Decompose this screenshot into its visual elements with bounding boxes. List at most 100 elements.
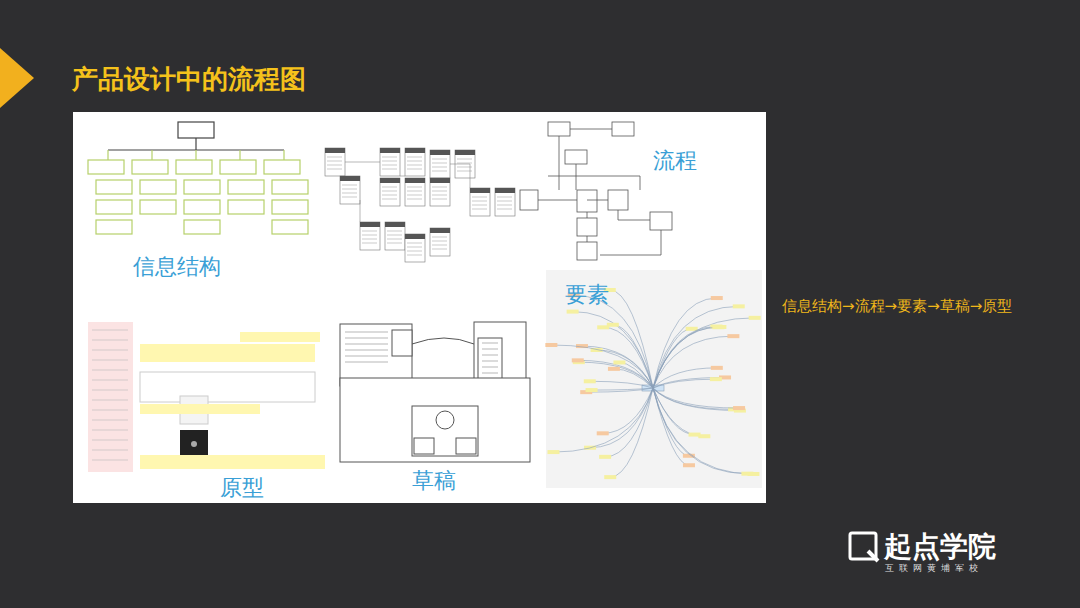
stroke	[345, 344, 388, 345]
stroke	[407, 255, 422, 256]
stroke	[327, 169, 342, 170]
stroke	[432, 167, 447, 168]
stroke	[432, 163, 447, 164]
screen-thumb	[405, 234, 425, 262]
mind-branch	[653, 327, 718, 388]
screen-thumb	[385, 222, 405, 250]
mind-node	[733, 406, 745, 410]
image-panel	[73, 112, 766, 503]
stroke	[407, 161, 422, 162]
stroke	[228, 180, 264, 194]
stroke	[482, 361, 498, 362]
stroke	[387, 239, 402, 240]
stroke	[382, 161, 397, 162]
stroke	[92, 340, 128, 341]
image-caption: 原型	[220, 473, 264, 503]
stroke	[342, 185, 357, 186]
stroke	[272, 220, 308, 234]
screen-header	[405, 178, 425, 183]
mind-branch	[653, 388, 739, 408]
stroke	[382, 199, 397, 200]
stroke	[407, 195, 422, 196]
stroke	[362, 243, 377, 244]
stroke	[407, 247, 422, 248]
stroke	[88, 160, 124, 174]
mind-branch	[574, 295, 653, 388]
stroke	[239, 150, 240, 160]
stroke	[92, 390, 128, 391]
stroke	[482, 349, 498, 350]
stroke	[342, 193, 357, 194]
stroke	[497, 205, 512, 206]
stroke	[382, 195, 397, 196]
stroke	[327, 161, 342, 162]
stroke	[140, 200, 176, 214]
stroke	[362, 231, 377, 232]
stroke	[345, 162, 470, 222]
mind-branch	[553, 388, 653, 452]
image-caption: 要素	[565, 280, 609, 310]
mind-branch	[653, 388, 689, 456]
stroke	[283, 150, 284, 160]
mind-branch	[653, 306, 739, 388]
prototype-mock	[88, 322, 325, 472]
mind-branch	[653, 377, 725, 388]
mind-node	[604, 475, 616, 479]
mind-branch	[653, 388, 747, 474]
stroke	[184, 180, 220, 194]
screen-thumb	[430, 150, 450, 178]
mind-node	[608, 367, 620, 371]
mind-node	[545, 343, 557, 347]
screen-thumb	[430, 178, 450, 206]
stroke	[407, 199, 422, 200]
stroke	[92, 350, 128, 351]
stroke	[497, 201, 512, 202]
flow-chart	[520, 122, 672, 260]
screen-header	[340, 176, 360, 181]
stroke	[407, 157, 422, 158]
stroke	[387, 231, 402, 232]
stroke	[345, 356, 388, 357]
mind-branch	[653, 318, 755, 388]
stroke	[432, 191, 447, 192]
mind-node	[711, 366, 723, 370]
stroke	[342, 197, 357, 198]
stroke	[176, 160, 212, 174]
mind-branch	[603, 388, 653, 433]
screen-header	[470, 188, 490, 193]
screen-header	[385, 222, 405, 227]
screen-header	[380, 178, 400, 183]
mindmap-background	[546, 270, 762, 488]
stroke	[497, 209, 512, 210]
mind-branch	[551, 345, 653, 388]
mind-node	[597, 325, 609, 329]
sketch-mock	[340, 322, 530, 462]
mind-branch	[653, 388, 753, 474]
screen-header	[380, 148, 400, 153]
mind-node	[711, 296, 723, 300]
mind-map	[545, 288, 760, 479]
stroke	[345, 338, 388, 339]
stroke	[345, 362, 388, 363]
screen-thumb	[470, 188, 490, 216]
stroke	[472, 209, 487, 210]
screen-thumb	[380, 178, 400, 206]
stroke	[387, 235, 402, 236]
stroke	[92, 460, 128, 461]
stroke	[96, 200, 132, 214]
stroke	[432, 159, 447, 160]
stroke	[342, 189, 357, 190]
mind-branch	[605, 388, 653, 457]
logo-icon	[850, 533, 878, 561]
stroke	[345, 332, 388, 333]
screen-thumb	[340, 176, 360, 204]
stroke	[184, 200, 220, 214]
stroke	[407, 169, 422, 170]
mind-node	[599, 455, 611, 459]
stroke	[407, 187, 422, 188]
mind-branch	[653, 327, 716, 388]
mind-branch	[582, 346, 653, 388]
stroke	[432, 237, 447, 238]
stroke	[92, 360, 128, 361]
mind-branch	[610, 290, 653, 388]
